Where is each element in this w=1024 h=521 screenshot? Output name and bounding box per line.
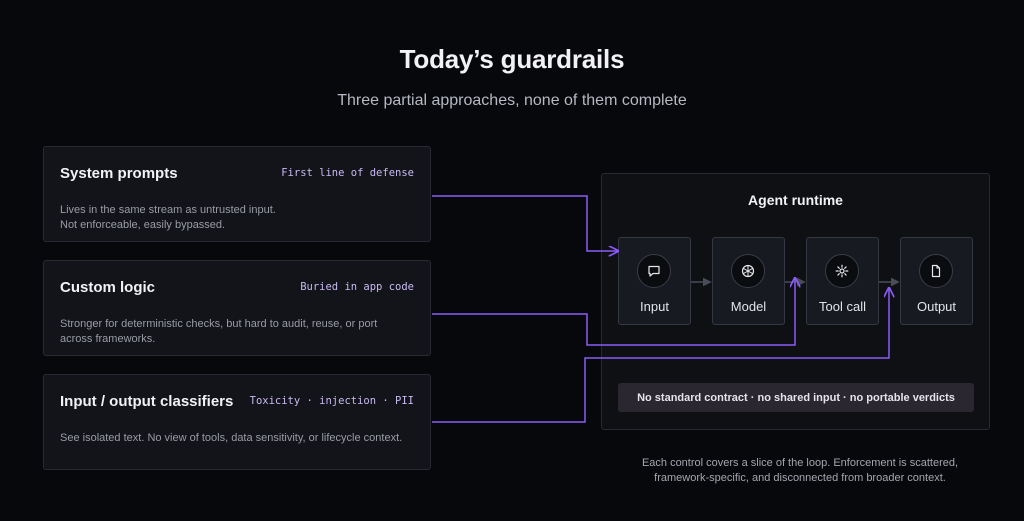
document-icon <box>919 254 953 288</box>
card-desc-line: Not enforceable, easily bypassed. <box>60 219 226 231</box>
connector-system-prompts <box>432 195 617 251</box>
card-tag: Buried in app code <box>300 281 414 293</box>
connector-custom-logic <box>432 279 795 346</box>
gear-icon <box>825 254 859 288</box>
card-description: Lives in the same stream as untrusted in… <box>60 203 414 233</box>
card-desc-line: across frameworks. <box>60 333 156 345</box>
card-title: Custom logic <box>60 279 156 296</box>
connector-classifiers <box>432 289 889 423</box>
footnote-line: Each control covers a slice of the loop.… <box>641 457 959 469</box>
card-desc-line: Stronger for deterministic checks, but h… <box>60 318 378 330</box>
page-title: Today’s guardrails <box>399 44 625 74</box>
page-subtitle: Three partial approaches, none of them c… <box>337 92 687 109</box>
step-tool-call: Tool call <box>806 237 879 325</box>
card-tag: Toxicity · injection · PII <box>249 395 414 407</box>
contract-note: No standard contract · no shared input ·… <box>618 383 974 412</box>
card-custom-logic: Custom logic Buried in app code Stronger… <box>43 260 431 356</box>
card-desc-line: Lives in the same stream as untrusted in… <box>60 204 276 216</box>
step-label: Model <box>730 299 767 314</box>
runtime-title: Agent runtime <box>748 192 843 208</box>
step-label: Output <box>916 299 957 314</box>
card-description: See isolated text. No view of tools, dat… <box>60 431 414 446</box>
step-label: Tool call <box>819 299 866 314</box>
card-title: System prompts <box>60 165 178 182</box>
step-input: Input <box>618 237 691 325</box>
footnote-line: framework-specific, and disconnected fro… <box>654 472 946 484</box>
step-label: Input <box>640 299 669 314</box>
card-classifiers: Input / output classifiers Toxicity · in… <box>43 374 431 470</box>
card-system-prompts: System prompts First line of defense Liv… <box>43 146 431 242</box>
card-title: Input / output classifiers <box>60 393 234 410</box>
card-description: Stronger for deterministic checks, but h… <box>60 317 414 347</box>
card-tag: First line of defense <box>281 167 414 179</box>
card-desc-line: See isolated text. No view of tools, dat… <box>60 432 403 444</box>
model-aperture-icon <box>731 254 765 288</box>
step-output: Output <box>900 237 973 325</box>
step-model: Model <box>712 237 785 325</box>
chat-bubble-icon <box>637 254 671 288</box>
footnote: Each control covers a slice of the loop.… <box>600 456 1000 486</box>
